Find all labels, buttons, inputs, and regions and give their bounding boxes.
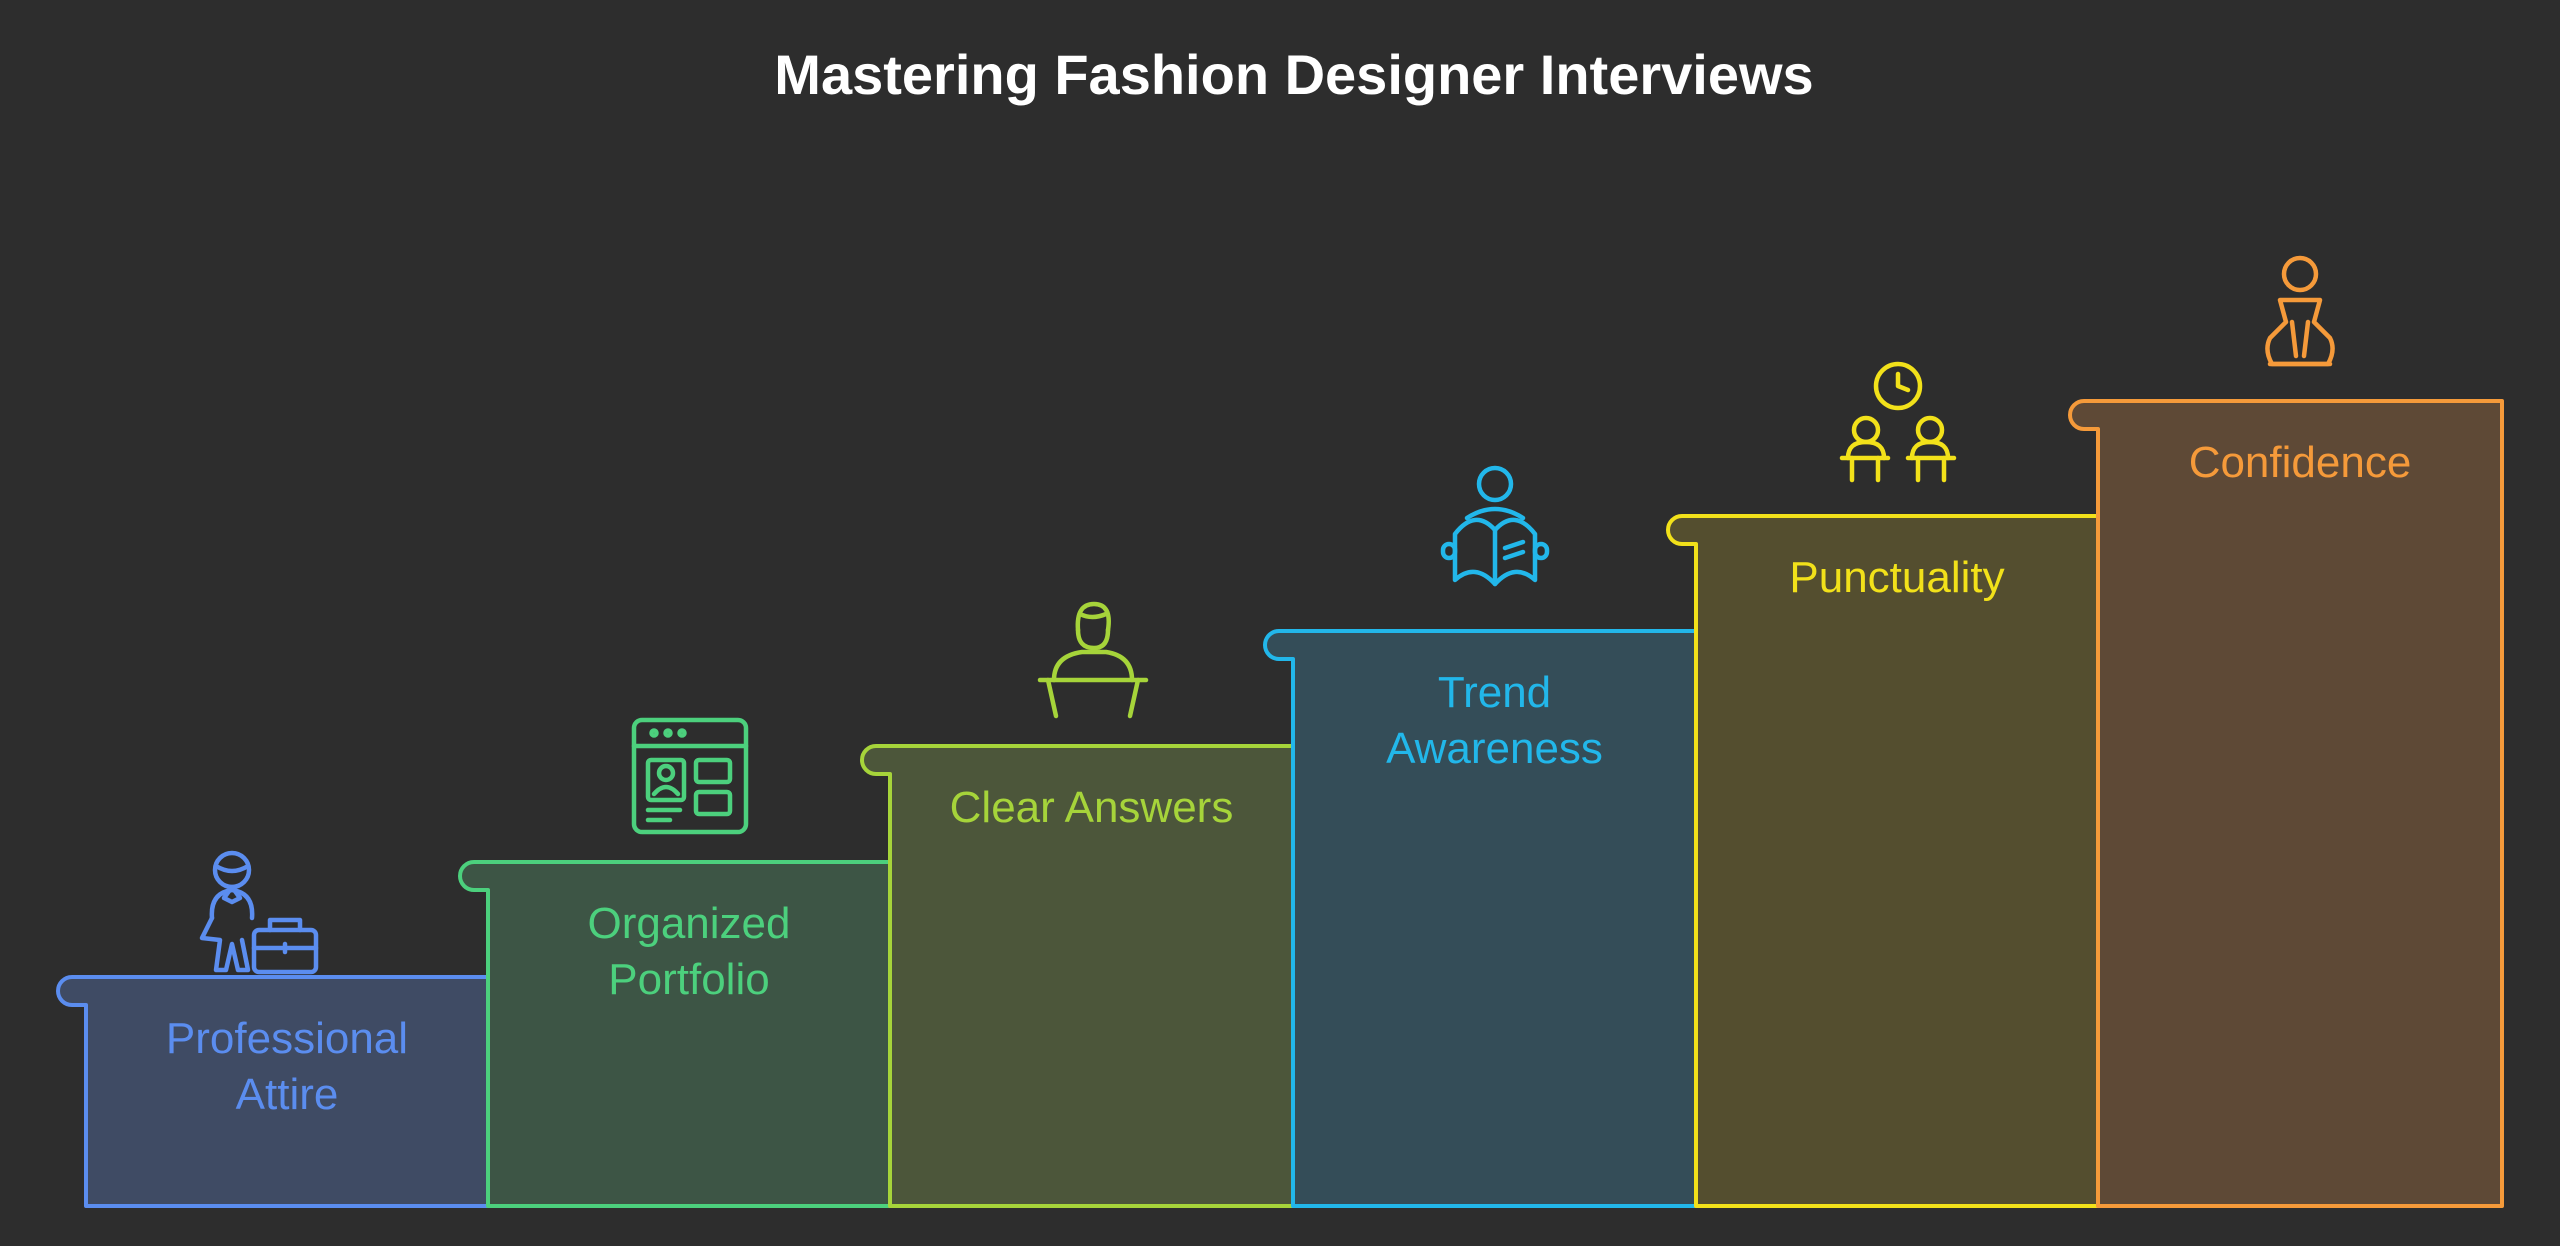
meeting-clock-icon: [1839, 361, 1957, 483]
step-label: Organized: [587, 899, 790, 948]
step-block: [458, 860, 892, 1208]
step-label: Attire: [236, 1070, 339, 1119]
step-label: Professional: [166, 1014, 408, 1063]
step-label: Clear Answers: [950, 783, 1234, 832]
step-block: [860, 744, 1295, 1208]
step-6: Confidence: [2068, 255, 2504, 1208]
page-title: Mastering Fashion Designer Interviews: [774, 43, 1813, 106]
speaker-podium-icon: [1037, 601, 1149, 719]
portfolio-window-icon: [631, 717, 749, 835]
step-label: Confidence: [2189, 438, 2412, 487]
step-label: Portfolio: [608, 955, 769, 1004]
step-block: [1263, 629, 1698, 1208]
step-block: [56, 975, 490, 1208]
step-label: Awareness: [1386, 724, 1603, 773]
step-label: Punctuality: [1789, 553, 2004, 602]
step-block: [2068, 399, 2504, 1208]
step-5: Punctuality: [1666, 361, 2100, 1208]
reading-person-icon: [1440, 465, 1550, 587]
step-label: Trend: [1438, 668, 1551, 717]
professional-briefcase-icon: [199, 850, 319, 975]
step-3: Clear Answers: [860, 601, 1295, 1208]
step-block: [1666, 514, 2100, 1208]
confident-person-icon: [2265, 255, 2335, 367]
